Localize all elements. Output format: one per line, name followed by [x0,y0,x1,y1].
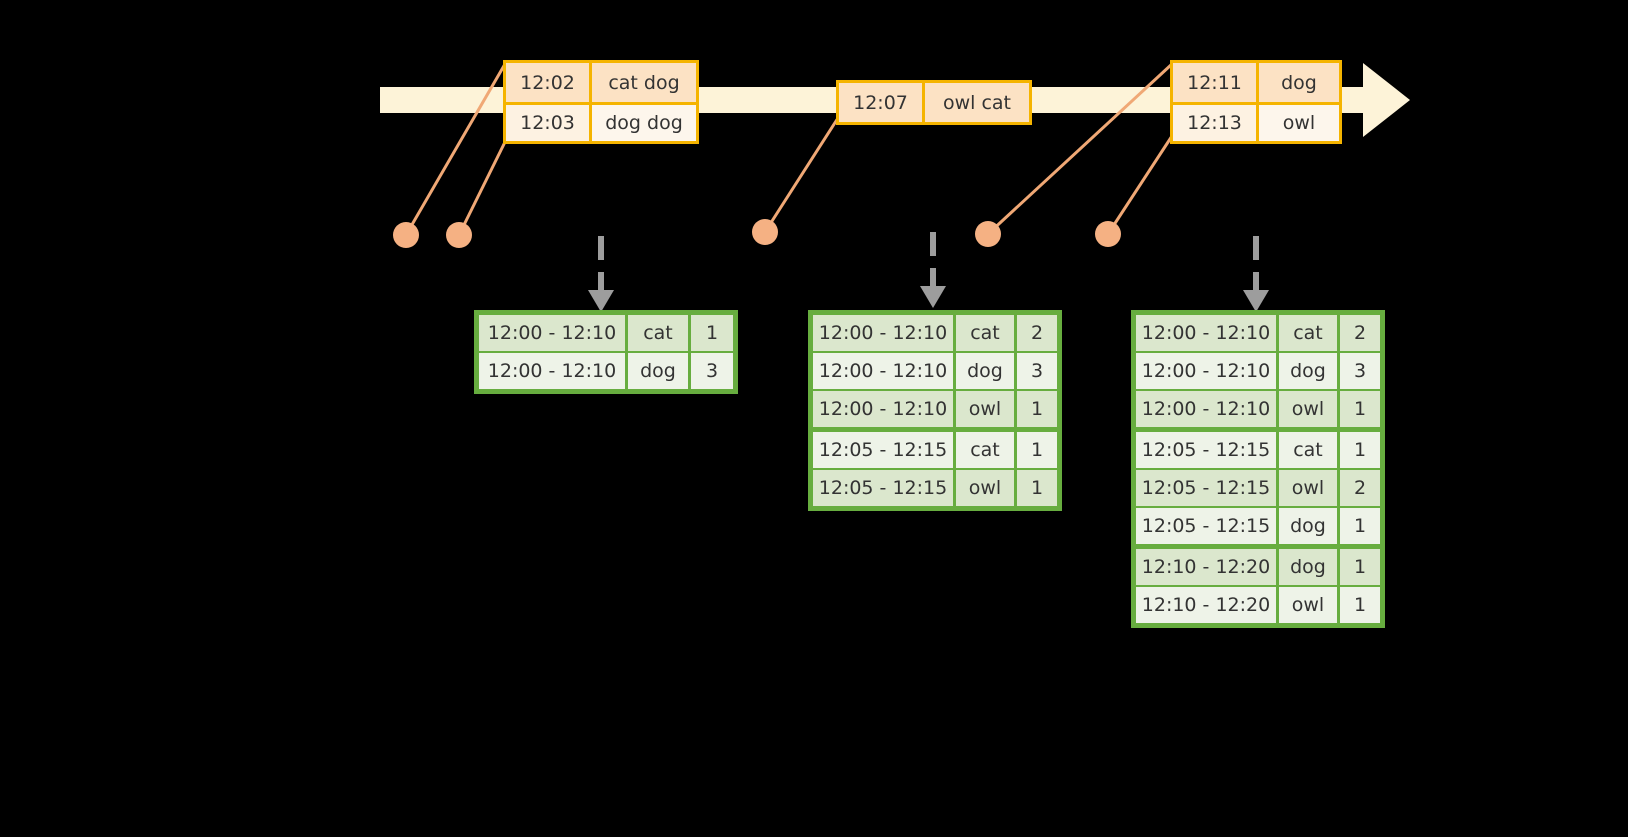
cell-window: 12:00 - 12:10 [813,353,953,389]
cell-count: 1 [1340,549,1380,585]
cell-count: 2 [1340,315,1380,351]
cell-word: cat [628,315,688,351]
cell-window: 12:05 - 12:15 [1136,470,1276,506]
event-time: 12:07 [839,83,925,122]
connector-dots [393,219,1121,248]
table-row[interactable]: 12:10 - 12:20 dog 1 [1136,549,1380,585]
table-row[interactable]: 12:00 - 12:10 cat 2 [1136,315,1380,351]
cell-word: owl [1279,391,1337,427]
cell-window: 12:00 - 12:10 [1136,353,1276,389]
event-words: dog dog [592,105,696,141]
cell-window: 12:00 - 12:10 [813,391,953,427]
event-row[interactable]: 12:03 dog dog [506,102,696,141]
cell-word: dog [628,353,688,389]
table-row[interactable]: 12:00 - 12:10 cat 2 [813,315,1057,351]
cell-count: 1 [1017,470,1057,506]
cell-word: dog [956,353,1014,389]
cell-window: 12:05 - 12:15 [813,470,953,506]
cell-word: cat [1279,315,1337,351]
event-row[interactable]: 12:07 owl cat [839,83,1029,122]
cell-window: 12:05 - 12:15 [1136,432,1276,468]
cell-word: owl [1279,470,1337,506]
down-arrow-2 [920,232,946,308]
cell-word: dog [1279,549,1337,585]
cell-count: 1 [691,315,733,351]
cell-word: cat [956,315,1014,351]
table-row[interactable]: 12:00 - 12:10 dog 3 [479,353,733,389]
cell-count: 1 [1340,391,1380,427]
dot-5 [1095,221,1121,247]
cell-count: 1 [1340,432,1380,468]
cell-window: 12:05 - 12:15 [1136,508,1276,544]
events-group-2[interactable]: 12:07 owl cat [836,80,1032,125]
cell-word: cat [956,432,1014,468]
table-row[interactable]: 12:05 - 12:15 dog 1 [1136,508,1380,544]
table-row[interactable]: 12:00 - 12:10 owl 1 [813,391,1057,427]
table-row[interactable]: 12:05 - 12:15 cat 1 [813,432,1057,468]
dot-4 [975,221,1001,247]
table-row[interactable]: 12:05 - 12:15 owl 2 [1136,470,1380,506]
events-group-3[interactable]: 12:11 dog 12:13 owl [1170,60,1342,144]
cell-window: 12:00 - 12:10 [1136,315,1276,351]
event-row[interactable]: 12:02 cat dog [506,63,696,102]
table-row[interactable]: 12:00 - 12:10 dog 3 [813,353,1057,389]
event-row[interactable]: 12:11 dog [1173,63,1339,102]
cell-window: 12:00 - 12:10 [1136,391,1276,427]
cell-count: 2 [1017,315,1057,351]
cell-count: 1 [1017,391,1057,427]
cell-window: 12:00 - 12:10 [479,315,625,351]
event-time: 12:02 [506,63,592,102]
cell-window: 12:00 - 12:10 [479,353,625,389]
down-arrow-1 [588,236,614,312]
cell-word: owl [1279,587,1337,623]
cell-count: 2 [1340,470,1380,506]
events-group-1[interactable]: 12:02 cat dog 12:03 dog dog [503,60,699,144]
cell-window: 12:10 - 12:20 [1136,549,1276,585]
cell-count: 3 [1017,353,1057,389]
cell-word: dog [1279,353,1337,389]
dot-2 [446,222,472,248]
event-time: 12:13 [1173,105,1259,141]
result-table-1[interactable]: 12:00 - 12:10 cat 1 12:00 - 12:10 dog 3 [474,310,738,394]
cell-window: 12:10 - 12:20 [1136,587,1276,623]
dot-1 [393,222,419,248]
cell-count: 1 [1017,432,1057,468]
event-words: cat dog [592,63,696,102]
table-row[interactable]: 12:05 - 12:15 cat 1 [1136,432,1380,468]
table-row[interactable]: 12:00 - 12:10 cat 1 [479,315,733,351]
cell-window: 12:00 - 12:10 [813,315,953,351]
cell-count: 1 [1340,587,1380,623]
result-table-2[interactable]: 12:00 - 12:10 cat 2 12:00 - 12:10 dog 3 … [808,310,1062,511]
dot-3 [752,219,778,245]
cell-count: 1 [1340,508,1380,544]
cell-word: owl [956,391,1014,427]
table-row[interactable]: 12:05 - 12:15 owl 1 [813,470,1057,506]
down-arrow-3 [1243,236,1269,312]
cell-window: 12:05 - 12:15 [813,432,953,468]
event-time: 12:03 [506,105,592,141]
table-row[interactable]: 12:00 - 12:10 owl 1 [1136,391,1380,427]
event-words: dog [1259,63,1339,102]
table-row[interactable]: 12:10 - 12:20 owl 1 [1136,587,1380,623]
event-time: 12:11 [1173,63,1259,102]
event-row[interactable]: 12:13 owl [1173,102,1339,141]
event-words: owl cat [925,83,1029,122]
result-table-3[interactable]: 12:00 - 12:10 cat 2 12:00 - 12:10 dog 3 … [1131,310,1385,628]
cell-count: 3 [691,353,733,389]
cell-word: cat [1279,432,1337,468]
event-words: owl [1259,105,1339,141]
cell-count: 3 [1340,353,1380,389]
down-arrows [588,232,1269,312]
cell-word: owl [956,470,1014,506]
table-row[interactable]: 12:00 - 12:10 dog 3 [1136,353,1380,389]
cell-word: dog [1279,508,1337,544]
